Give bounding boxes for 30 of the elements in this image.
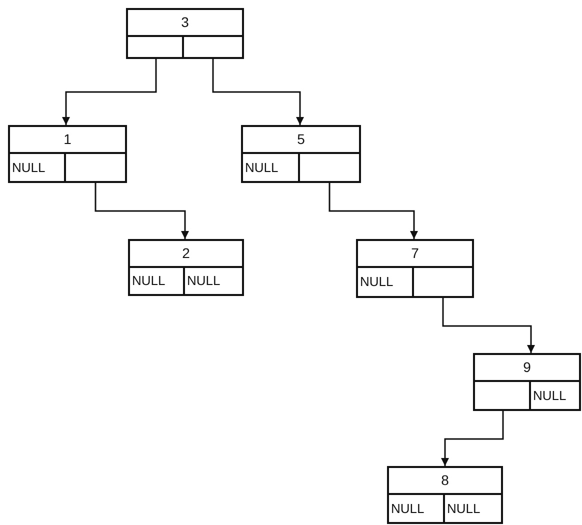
key-value: 5 (296, 130, 306, 149)
pointer-field (128, 35, 184, 57)
null-pointer-field: NULL (358, 266, 414, 296)
pointer-arrow (62, 59, 157, 125)
key-value: 7 (410, 244, 420, 263)
null-pointer-field: NULL (10, 152, 66, 181)
key-value: 8 (440, 471, 450, 490)
null-pointer-field: NULL (130, 266, 185, 294)
pointer-field (475, 380, 531, 409)
pointer-arrow (94, 183, 189, 239)
null-pointer-field: NULL (389, 493, 445, 522)
record-box (126, 8, 244, 59)
pointer-arrow (442, 298, 535, 353)
null-pointer-field: NULL (531, 380, 579, 409)
null-pointer-field: NULL (445, 493, 501, 522)
record-box (356, 239, 474, 298)
null-pointer-field: NULL (243, 152, 300, 181)
record-box (8, 125, 127, 183)
null-pointer-field: NULL (185, 266, 242, 294)
key-value: 2 (181, 244, 191, 263)
record-box (387, 466, 503, 524)
key-value: 1 (62, 130, 72, 149)
pointer-arrow (441, 411, 504, 466)
key-value: 3 (180, 13, 190, 32)
pointer-arrow (328, 183, 418, 239)
record-box (241, 125, 361, 183)
key-value: 9 (522, 358, 532, 377)
record-box (128, 239, 244, 296)
pointer-arrow (212, 59, 304, 125)
record-box (473, 353, 581, 411)
